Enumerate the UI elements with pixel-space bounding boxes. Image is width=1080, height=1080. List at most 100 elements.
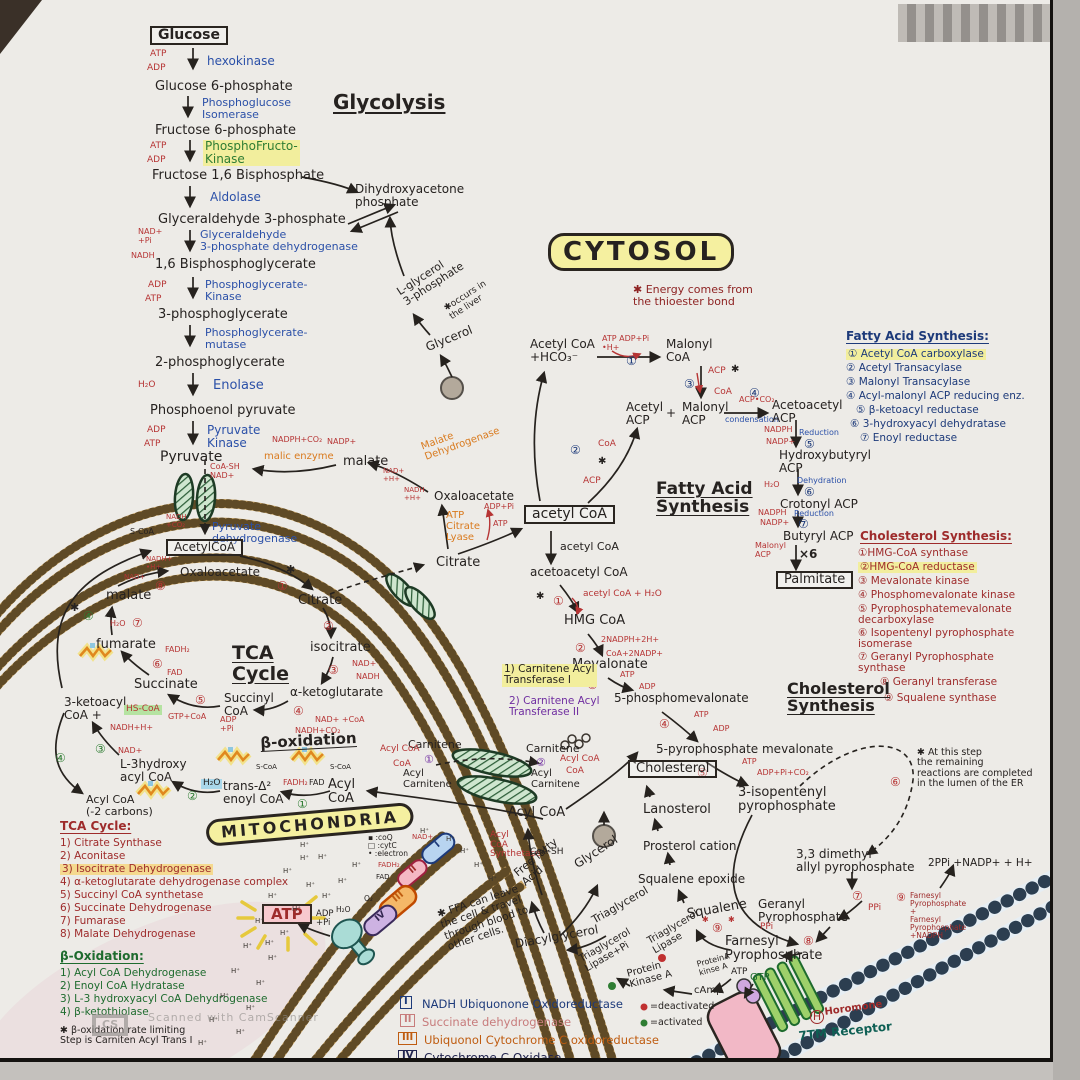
- citrate-tca: Citrate: [298, 593, 343, 608]
- tca-list-1: 1) Citrate Synthase: [60, 837, 162, 849]
- atp-adppi: ATP ADP+Pi •H+: [602, 334, 650, 352]
- l3-hydroxy: L-3hydroxy acyl CoA: [120, 757, 187, 784]
- box-list-head: β-Oxidation:: [60, 949, 144, 963]
- enolase: Enolase: [213, 378, 264, 393]
- box-1: ①: [297, 797, 308, 811]
- succinyl-coa: Succinyl CoA: [224, 691, 274, 718]
- reduction-a: Reduction: [799, 428, 839, 437]
- h-plus-ion: H⁺: [292, 905, 301, 913]
- legend-I: I: [400, 996, 412, 1009]
- g6p: Glucose 6-phosphate: [155, 79, 293, 94]
- legend-III: III: [398, 1032, 418, 1045]
- gtp-coa: GTP+CoA: [168, 712, 207, 721]
- chol-list-head: Cholesterol Synthesis:: [860, 529, 1012, 543]
- a-ketoglutarate: α-ketoglutarate: [290, 685, 384, 699]
- complex-I-shape: [421, 832, 456, 865]
- activated: =activated: [650, 1017, 703, 1028]
- star-b: ✱: [731, 364, 740, 375]
- cat2-circ: ②: [536, 756, 546, 769]
- h-plus-ion: H⁺: [243, 942, 252, 950]
- h2o-3: H₂O: [110, 619, 126, 628]
- carnitene-r: Carnitene: [526, 742, 580, 755]
- dhap: Dihydroxyacetone phosphate: [355, 182, 465, 209]
- atp-burst: ATP: [262, 904, 312, 925]
- farnesyl-pp: Farnesyl Pyrophosphate: [725, 934, 823, 964]
- step6-ch: ⑥: [890, 775, 901, 789]
- plasma-membrane: [644, 854, 1080, 1080]
- fadh2-a: FADH₂: [165, 645, 190, 654]
- chol-list-9: ⑨ Squalene synthase: [884, 692, 997, 704]
- chol-list-4: ④ Phosphomevalonate kinase: [858, 589, 1016, 601]
- fa-list-6: ⑥ 3-hydroxyacyl dehydratase: [850, 418, 1006, 430]
- chol-list-7: ⑦ Geranyl Pyrophosphate synthase: [858, 651, 994, 675]
- h-plus-ion: H⁺: [420, 827, 429, 835]
- nad-4: NAD+: [352, 659, 377, 668]
- box-list-2: 2) Enoyl CoA Hydratase: [60, 980, 185, 992]
- h-plus-ion: H⁺: [255, 917, 264, 925]
- gapdh: Glyceraldehyde 3-phosphate dehydrogenase: [200, 228, 358, 253]
- coa-a: CoA: [598, 439, 616, 449]
- fumarate: fumarate: [96, 637, 156, 652]
- aldolase: Aldolase: [210, 190, 261, 204]
- hmg-coa: HMG CoA: [564, 613, 626, 628]
- legend-III-text: Ubiquonol Cytochrome C oxidoreductase: [424, 1033, 659, 1047]
- h-plus-ion: H⁺: [246, 1004, 255, 1012]
- complex-IV-shape: [363, 904, 398, 937]
- h-plus-ion: H⁺: [220, 992, 229, 1000]
- cytosol: CYTOSOL: [548, 233, 735, 272]
- ppi-1: PPi: [868, 903, 882, 913]
- malonyl-acp: Malonyl ACP: [682, 400, 729, 427]
- h-plus-ion: H⁺: [209, 1016, 218, 1024]
- g-protein-2: [745, 988, 761, 1004]
- photo-edge-right-line: [1050, 0, 1053, 1080]
- tca-list-7: 7) Fumarase: [60, 915, 126, 927]
- h-plus-ion: H⁺: [268, 954, 277, 962]
- h-plus-ion: H⁺: [236, 1028, 245, 1036]
- fa-list-4: ④ Acyl-malonyl ACP reducing enz.: [846, 390, 1025, 402]
- h-plus-ion: H⁺: [318, 853, 327, 861]
- tca-8: ⑧: [155, 579, 166, 593]
- dimethylallyl-pp: 3,3 dimethyl allyl pyrophosphate: [796, 847, 915, 874]
- adp-pi-2: ADP +Pi: [220, 715, 237, 733]
- malonyl-acp-2: Malonyl ACP: [755, 541, 786, 559]
- star-e: ✱: [728, 915, 735, 924]
- h-plus-ion: H⁺: [256, 979, 265, 987]
- coash-nad: CoA-SH NAD+: [210, 462, 240, 480]
- chol-list-8: ⑧ Geranyl transferase: [880, 676, 998, 688]
- step3-fa: ③: [684, 377, 695, 391]
- rate-note: ✱ β-oxidation rate limiting Step is Carn…: [60, 1025, 193, 1047]
- cat1-note: 1) Carnitene Acyl Transferase I: [502, 663, 597, 687]
- h-plus-ion: H⁺: [322, 892, 331, 900]
- acoa-h2o: acetyl CoA + H₂O: [583, 589, 662, 599]
- h-plus-ion: H⁺: [265, 939, 274, 947]
- coa-2nadp: CoA+2NADP+: [606, 649, 663, 658]
- step6-fa: ⑥: [804, 485, 815, 499]
- nad-3: NAD+: [124, 573, 146, 581]
- watermark: Scanned with CamScanner: [148, 1011, 319, 1024]
- star-f: ✱: [286, 563, 296, 576]
- adp-pi-co2: ADP+Pi+CO₂: [757, 768, 809, 777]
- h-plus-ion: H⁺: [306, 881, 315, 889]
- acylcoa-sl: Acyl CoA: [380, 744, 420, 754]
- step5-ch: ⑤: [697, 766, 708, 780]
- carnitene-l: Carnitene: [408, 738, 462, 751]
- nad-coa: NAD+ +CoA: [315, 715, 365, 724]
- cat2-note: 2) Carnitene Acyl Transferase II: [509, 695, 600, 719]
- nad-2: NAD+ +H+: [383, 467, 405, 483]
- fadh2-etc: FADH₂: [378, 861, 400, 869]
- acetylcoa-mito: AcetylCoA: [166, 539, 244, 556]
- acylcarnitene-l: Acyl Carnitene: [403, 768, 452, 790]
- nadh-6: NADH: [356, 672, 380, 681]
- step1-fa: ①: [626, 354, 637, 368]
- condensation: condensation: [725, 415, 779, 424]
- adp-3: ADP: [148, 280, 167, 290]
- f6p: Fructose 6-phosphate: [155, 123, 296, 138]
- tca-6: ⑥: [152, 657, 163, 671]
- box-2: ②: [187, 789, 198, 803]
- atp-synthase: [331, 918, 376, 966]
- nadp-b: NADP+: [766, 437, 796, 446]
- pfk: PhosphoFructo- Kinase: [203, 139, 300, 166]
- camp: cAmp: [694, 985, 723, 996]
- atp-4: ATP: [144, 439, 161, 449]
- atp-5: ATP: [493, 519, 508, 528]
